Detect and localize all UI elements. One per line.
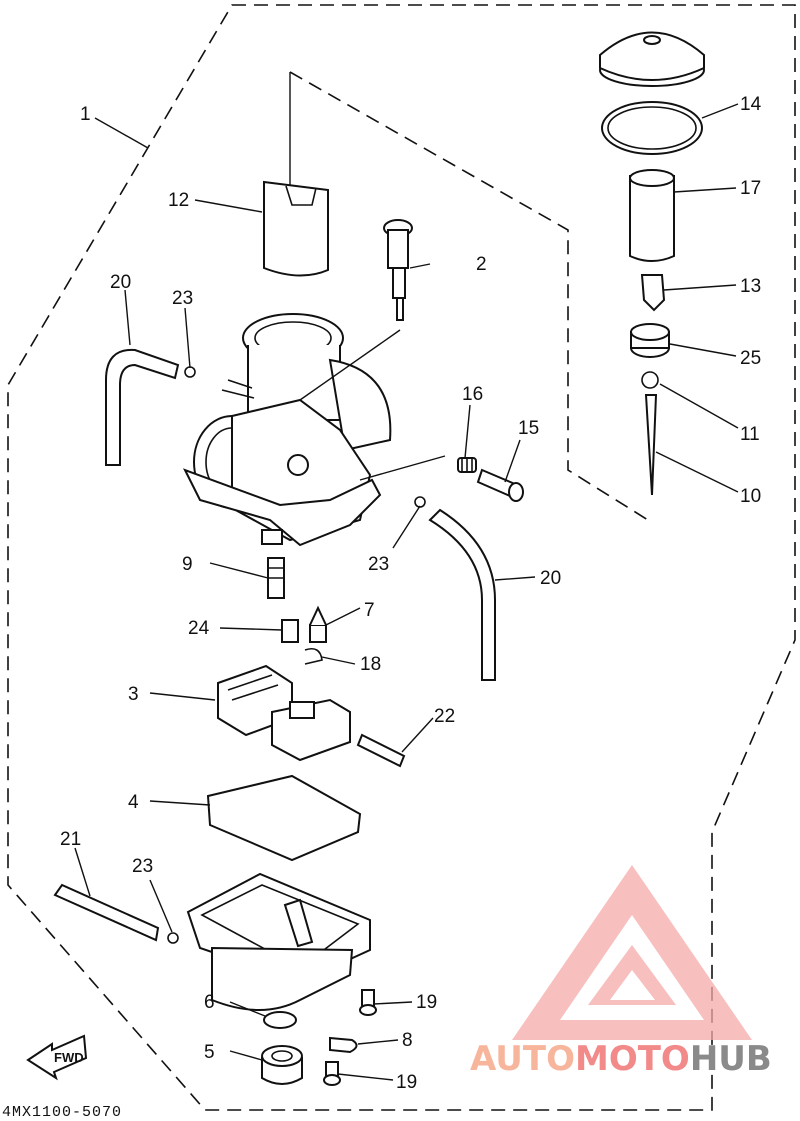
float-valve-7 [309, 605, 327, 643]
callout-25: 25 [740, 348, 761, 369]
gasket-14 [601, 101, 703, 155]
carburetor-body [182, 313, 392, 547]
needle-holder-13 [640, 274, 666, 312]
jet-9 [267, 557, 285, 599]
callout-5: 5 [204, 1042, 215, 1063]
callout-23-top: 23 [172, 288, 193, 309]
top-cap-part [599, 31, 705, 87]
callout-11: 11 [740, 424, 760, 445]
callout-6: 6 [204, 992, 215, 1013]
assembly-boundary [7, 4, 796, 1111]
pin-22 [356, 733, 406, 768]
callout-12: 12 [168, 190, 189, 211]
bracket-8 [329, 1036, 358, 1054]
clip-23-bottom [167, 932, 179, 944]
callout-18: 18 [360, 654, 381, 675]
gasket-14-inner [607, 106, 697, 150]
drain-plug-5 [261, 1045, 303, 1085]
clip-23-mid [414, 496, 426, 508]
callout-20-left: 20 [110, 272, 131, 293]
callout-9: 9 [182, 554, 193, 575]
callout-19-top: 19 [416, 992, 437, 1013]
callout-20-right: 20 [540, 568, 561, 589]
jet-24 [281, 619, 299, 643]
callout-22: 22 [434, 706, 455, 727]
callout-3: 3 [128, 684, 139, 705]
callout-23-mid: 23 [368, 554, 389, 575]
float-bowl [186, 872, 371, 1011]
hose-21 [53, 883, 160, 942]
hose-20-left [105, 348, 180, 466]
callout-2: 2 [476, 254, 487, 275]
boot-17 [629, 169, 675, 262]
callout-8: 8 [402, 1030, 413, 1051]
leader-lines [74, 103, 739, 1081]
watermark-text: AUTOMOTOHUB [470, 1039, 772, 1079]
callout-10: 10 [740, 486, 761, 507]
throttle-valve-part [263, 180, 329, 277]
screw-15 [476, 468, 524, 502]
jet-needle-10 [644, 394, 658, 496]
float-3 [217, 664, 351, 762]
clip-23-top [184, 366, 196, 378]
forward-arrow-icon: FWD [26, 1034, 88, 1081]
callout-24: 24 [188, 618, 210, 639]
drawing-code: 4MX1100-5070 [2, 1104, 122, 1121]
screw-19-bottom [323, 1061, 341, 1086]
clip-18 [304, 647, 323, 665]
callout-23-bottom: 23 [132, 856, 153, 877]
watermark-logo [512, 865, 752, 1040]
callout-14: 14 [740, 94, 762, 115]
callout-4: 4 [128, 792, 139, 813]
callout-15: 15 [518, 418, 539, 439]
screw-19-top [359, 989, 377, 1016]
callout-16: 16 [462, 384, 483, 405]
washer-6 [263, 1011, 297, 1029]
callout-17: 17 [740, 178, 761, 199]
clip-11 [641, 371, 659, 389]
seat-25 [630, 323, 670, 358]
callout-19-bottom: 19 [396, 1072, 417, 1093]
needle-group-boundary [289, 71, 649, 521]
callout-21: 21 [60, 829, 81, 850]
callout-7: 7 [364, 600, 375, 621]
spring-16 [457, 457, 477, 473]
hose-20-right [428, 508, 496, 681]
gasket-4 [206, 774, 362, 862]
fwd-label: FWD [54, 1050, 84, 1065]
callout-13: 13 [740, 276, 761, 297]
screw-part-2 [383, 219, 413, 321]
callout-1: 1 [80, 104, 91, 125]
